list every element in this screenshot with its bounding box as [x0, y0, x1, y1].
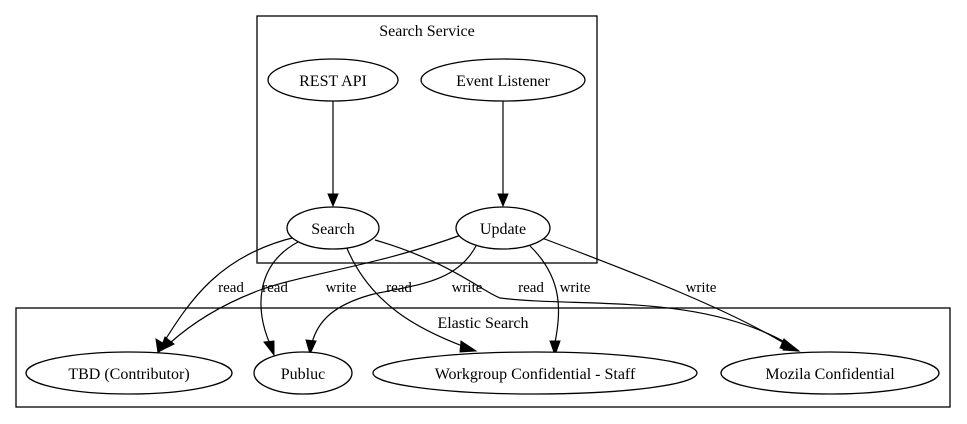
node-rest-api-label: REST API	[299, 73, 367, 90]
node-mozila-confidential-label: Mozila Confidential	[765, 366, 895, 383]
cluster-search-service-label: Search Service	[379, 23, 475, 40]
cluster-elastic-search-box	[15, 307, 951, 408]
node-update: Update	[455, 206, 551, 250]
edge-label-write-mozila: write	[686, 280, 717, 296]
edge-update-mozila: write	[541, 237, 799, 352]
cluster-search-service: Search Service	[256, 15, 598, 264]
edge-label-read-mozila: read	[518, 280, 544, 296]
node-publuc-label: Publuc	[281, 366, 325, 383]
edge-update-tbd: write	[159, 234, 462, 353]
node-tbd-contributor: TBD (Contributor)	[25, 351, 233, 395]
node-event-listener-label: Event Listener	[456, 73, 550, 90]
edge-rest-api-search	[327, 101, 339, 208]
edge-label-write-workgroup: write	[560, 280, 591, 296]
edge-label-write-tbd: write	[326, 280, 357, 296]
node-publuc: Publuc	[253, 351, 353, 395]
edge-label-read-publuc: read	[262, 280, 288, 296]
node-update-label: Update	[480, 221, 526, 238]
node-search: Search	[286, 206, 380, 250]
edge-event-listener-update	[497, 101, 509, 208]
cluster-search-service-box	[256, 15, 598, 264]
edge-search-publuc: read	[260, 241, 299, 357]
node-event-listener: Event Listener	[420, 58, 586, 102]
edge-label-write-publuc: write	[452, 280, 483, 296]
node-rest-api: REST API	[267, 58, 399, 102]
edge-label-read-tbd: read	[218, 280, 244, 296]
node-search-label: Search	[311, 221, 355, 238]
node-tbd-contributor-label: TBD (Contributor)	[68, 366, 189, 383]
edge-search-workgroup: read	[345, 245, 478, 353]
node-mozila-confidential: Mozila Confidential	[720, 351, 940, 395]
node-workgroup-confidential: Workgroup Confidential - Staff	[372, 351, 698, 395]
cluster-elastic-search: Elastic Search	[15, 307, 951, 408]
edge-label-read-workgroup: read	[386, 280, 412, 296]
edge-update-publuc: write	[305, 245, 483, 356]
edge-update-workgroup: write	[529, 245, 591, 357]
node-workgroup-confidential-label: Workgroup Confidential - Staff	[435, 366, 636, 383]
cluster-elastic-search-label: Elastic Search	[437, 315, 528, 332]
